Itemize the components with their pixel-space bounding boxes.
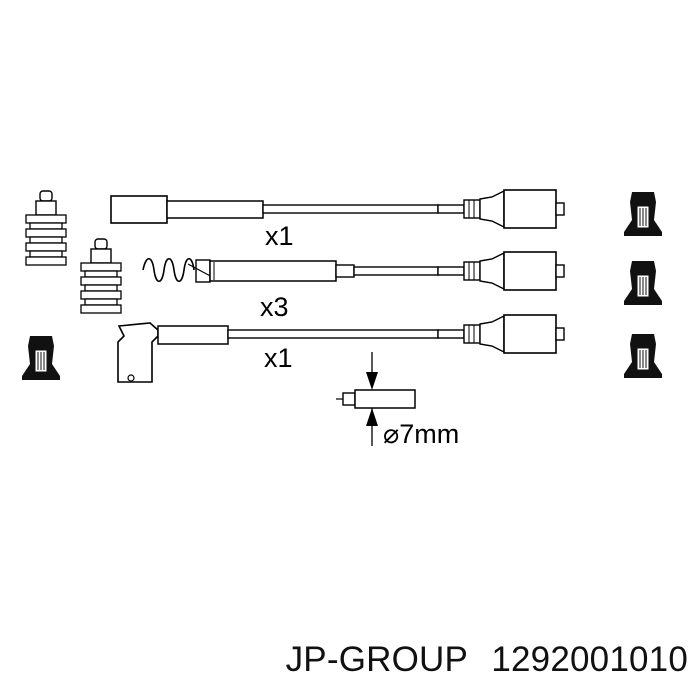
cap-block-right-3	[623, 333, 663, 379]
part-number: 1292001010	[491, 640, 688, 679]
cap-block-right-1	[623, 191, 663, 237]
caption: JP-GROUP 1292001010	[286, 640, 688, 680]
brand-name: JP-GROUP	[285, 640, 468, 679]
cap-block-left	[21, 335, 61, 381]
lead-middle	[142, 251, 565, 291]
lead-bottom	[117, 314, 565, 383]
quantity-label-top: x1	[265, 221, 294, 251]
diameter-label: ⌀7mm	[383, 419, 459, 449]
quantity-label-middle: x3	[260, 292, 289, 322]
cap-block-right-2	[623, 260, 663, 306]
lead-top	[110, 189, 565, 229]
quantity-label-bottom: x1	[264, 343, 293, 373]
ribbed-cap-2	[80, 238, 122, 314]
ribbed-cap-1	[25, 190, 67, 266]
cable-diameter-callout	[336, 352, 416, 446]
